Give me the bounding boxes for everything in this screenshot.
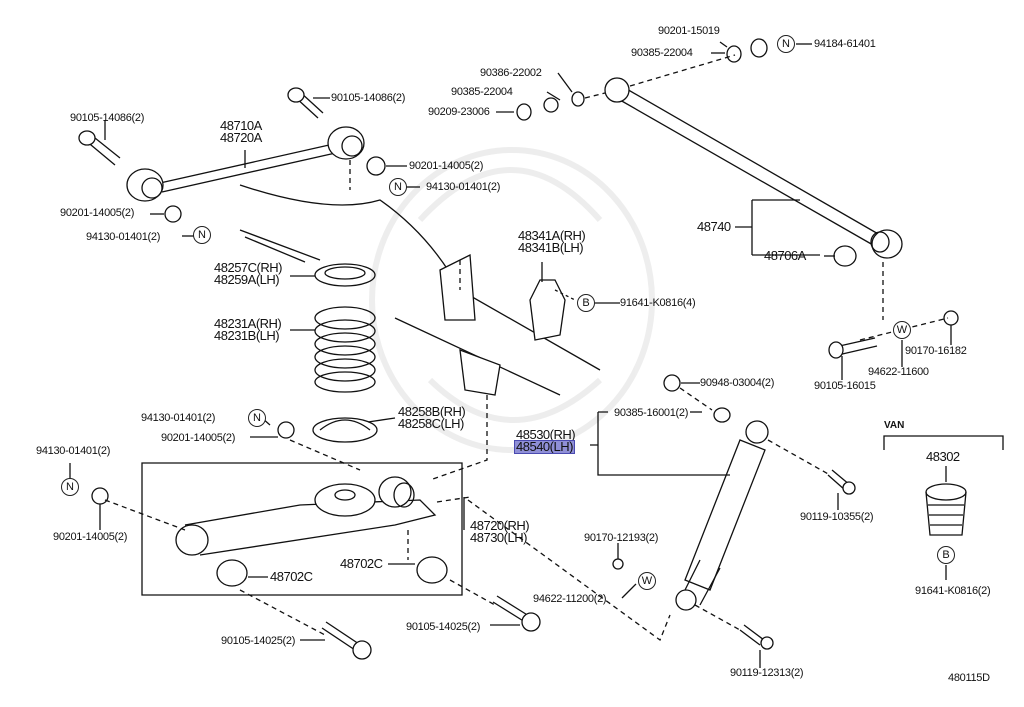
part-label-91641-K0816-4[interactable]: 91641-K0816(4) — [620, 297, 696, 309]
part-label-90119-10355[interactable]: 90119-10355(2) — [800, 511, 874, 523]
part-label-90105-16015[interactable]: 90105-16015 — [814, 380, 876, 392]
coil-spring-drawing — [244, 236, 396, 443]
part-label-94130-01401-far[interactable]: 94130-01401(2) — [36, 445, 111, 457]
part-label-48257C[interactable]: 48257C(RH) — [214, 260, 282, 275]
washer-drawings — [150, 156, 420, 237]
part-label-48259A[interactable]: 48259A(LH) — [214, 272, 280, 287]
part-label-90119-12313[interactable]: 90119-12313(2) — [730, 667, 804, 679]
part-label-90385-22004-b[interactable]: 90385-22004 — [631, 47, 693, 59]
part-label-90385-22004-a[interactable]: 90385-22004 — [451, 86, 513, 98]
bolt-drawings — [78, 87, 330, 166]
part-label-48341B[interactable]: 48341B(LH) — [518, 240, 584, 255]
part-label-48710A[interactable]: 48710A — [220, 118, 262, 133]
part-label-48530[interactable]: 48530(RH) — [516, 427, 576, 442]
part-label-90386-22002[interactable]: 90386-22002 — [480, 67, 542, 79]
n-symbol-icon: N — [61, 478, 79, 496]
part-label-48231B[interactable]: 48231B(LH) — [214, 328, 280, 343]
part-label-48258B[interactable]: 48258B(RH) — [398, 404, 466, 419]
part-label-48341A[interactable]: 48341A(RH) — [518, 228, 586, 243]
n-symbol-icon: N — [777, 35, 795, 53]
part-label-90105-14025-right[interactable]: 90105-14025(2) — [406, 621, 481, 633]
part-label-90201-14005-top[interactable]: 90201-14005(2) — [409, 160, 484, 172]
part-label-90170-16182[interactable]: 90170-16182 — [905, 345, 967, 357]
part-label-90201-15019[interactable]: 90201-15019 — [658, 25, 720, 37]
part-label-90201-14005-far[interactable]: 90201-14005(2) — [53, 531, 128, 543]
lower-control-arm-drawing — [69, 417, 671, 660]
part-label-94130-01401-left[interactable]: 94130-01401(2) — [86, 231, 161, 243]
w-symbol-icon: W — [893, 321, 911, 339]
part-label-90385-16001[interactable]: 90385-16001(2) — [614, 407, 689, 419]
part-label-94130-01401-top[interactable]: 94130-01401(2) — [426, 181, 501, 193]
van-section-label: VAN — [884, 420, 905, 431]
b-symbol-icon: B — [937, 546, 955, 564]
part-label-90201-14005-mid[interactable]: 90201-14005(2) — [161, 432, 236, 444]
part-label-48730[interactable]: 48730(LH) — [470, 530, 527, 545]
part-label-90105-14086-top[interactable]: 90105-14086(2) — [331, 92, 406, 104]
part-label-48231A[interactable]: 48231A(RH) — [214, 316, 282, 331]
n-symbol-icon: N — [389, 178, 407, 196]
part-label-94130-01401-mid[interactable]: 94130-01401(2) — [141, 412, 216, 424]
w-symbol-icon: W — [638, 572, 656, 590]
figure-code: 480115D — [948, 672, 990, 684]
part-label-48720[interactable]: 48720(RH) — [470, 518, 530, 533]
part-label-48702C-right[interactable]: 48702C — [340, 556, 383, 571]
part-label-90948-03004[interactable]: 90948-03004(2) — [700, 377, 775, 389]
shock-absorber-drawing — [590, 374, 856, 668]
part-label-48706A[interactable]: 48706A — [764, 248, 806, 263]
part-label-48740[interactable]: 48740 — [697, 219, 731, 234]
part-label-90201-14005-left[interactable]: 90201-14005(2) — [60, 207, 135, 219]
part-label-48302[interactable]: 48302 — [926, 449, 960, 464]
part-label-90105-14025-left[interactable]: 90105-14025(2) — [221, 635, 296, 647]
n-symbol-icon: N — [248, 409, 266, 427]
watermark-logo — [369, 147, 655, 453]
part-label-90105-14086[interactable]: 90105-14086(2) — [70, 112, 145, 124]
n-symbol-icon: N — [193, 226, 211, 244]
part-label-91641-K0816-2[interactable]: 91641-K0816(2) — [915, 585, 991, 597]
part-label-94622-11200[interactable]: 94622-11200(2) — [533, 593, 607, 605]
part-label-94622-11600[interactable]: 94622-11600 — [868, 366, 929, 378]
part-label-90170-12193[interactable]: 90170-12193(2) — [584, 532, 659, 544]
part-label-48720A[interactable]: 48720A — [220, 130, 262, 145]
van-bump-stopper-drawing — [883, 435, 1004, 580]
part-label-48540-highlighted[interactable]: 48540(LH) — [514, 439, 575, 454]
part-label-48702C-left[interactable]: 48702C — [270, 569, 313, 584]
part-label-90209-23006[interactable]: 90209-23006 — [428, 106, 490, 118]
upper-control-arm-drawing — [126, 126, 365, 202]
part-label-94184-61401[interactable]: 94184-61401 — [814, 38, 876, 50]
part-label-48258C[interactable]: 48258C(LH) — [398, 416, 464, 431]
b-symbol-icon: B — [577, 294, 595, 312]
bracket-drawing — [529, 262, 620, 341]
axle-housing-drawing — [239, 184, 601, 481]
lateral-rod-drawing — [496, 38, 959, 380]
